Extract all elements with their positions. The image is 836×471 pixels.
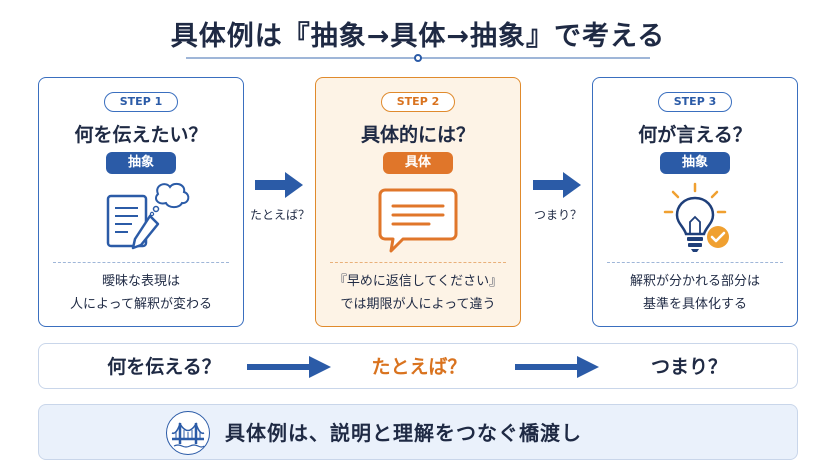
step-2-question: 具体的には？	[360, 124, 475, 146]
right-arrow-icon	[255, 172, 303, 198]
flow-item-example: たとえば？	[371, 356, 467, 378]
step-1-question: 何を伝えたい？	[74, 124, 208, 146]
step-3-card: STEP 3 何が言える？ 抽象 解釈が分かれる部分は 基準を具体化する	[592, 77, 798, 327]
bridge-message: 具体例は、説明と理解をつなぐ橋渡し	[38, 404, 798, 460]
bridge-icon-frame	[166, 411, 210, 455]
step-2-label: STEP 2	[381, 92, 455, 112]
step-1-divider	[53, 262, 229, 263]
step-2-divider	[330, 262, 506, 263]
document-pen-thought-icon	[106, 182, 190, 250]
step-1-label: STEP 1	[104, 92, 178, 112]
bridge-message-text: 具体例は、説明と理解をつなぐ橋渡し	[225, 421, 582, 445]
step-2-tag: 具体	[383, 152, 453, 174]
flow-arrow-icon	[247, 356, 331, 378]
speech-bubble-icon	[378, 188, 458, 253]
step-2-card: STEP 2 具体的には？ 具体 『早めに返信してください』 では期限が人によっ…	[315, 77, 521, 327]
step-1-description: 曖昧な表現は 人によって解釈が変わる	[70, 274, 212, 312]
connector-label-conclusion: つまり？	[533, 208, 582, 222]
flow-summary: 何を伝える？ たとえば？ つまり？	[38, 343, 798, 389]
right-arrow-icon	[533, 172, 581, 198]
lightbulb-check-icon	[663, 182, 729, 252]
flow-arrow-icon	[515, 356, 599, 378]
step-3-description: 解釈が分かれる部分は 基準を具体化する	[629, 274, 760, 312]
step-2-description: 『早めに返信してください』 では期限が人によって違う	[333, 274, 503, 312]
connector-label-example: たとえば？	[249, 208, 310, 222]
step-1-tag: 抽象	[106, 152, 176, 174]
step-1-card: STEP 1 何を伝えたい？ 抽象 曖昧な表現は 人によって解釈が変わる	[38, 77, 244, 327]
page-title: 具体例は『抽象→具体→抽象』で考える	[170, 21, 666, 52]
bridge-icon	[171, 421, 204, 448]
title-underline-dot	[414, 54, 422, 62]
step-3-question: 何が言える？	[638, 124, 752, 146]
step-3-divider	[607, 262, 783, 263]
flow-item-conclusion: つまり？	[650, 356, 727, 378]
step-3-label: STEP 3	[658, 92, 732, 112]
flow-item-abstract: 何を伝える？	[107, 356, 221, 378]
step-3-tag: 抽象	[660, 152, 730, 174]
